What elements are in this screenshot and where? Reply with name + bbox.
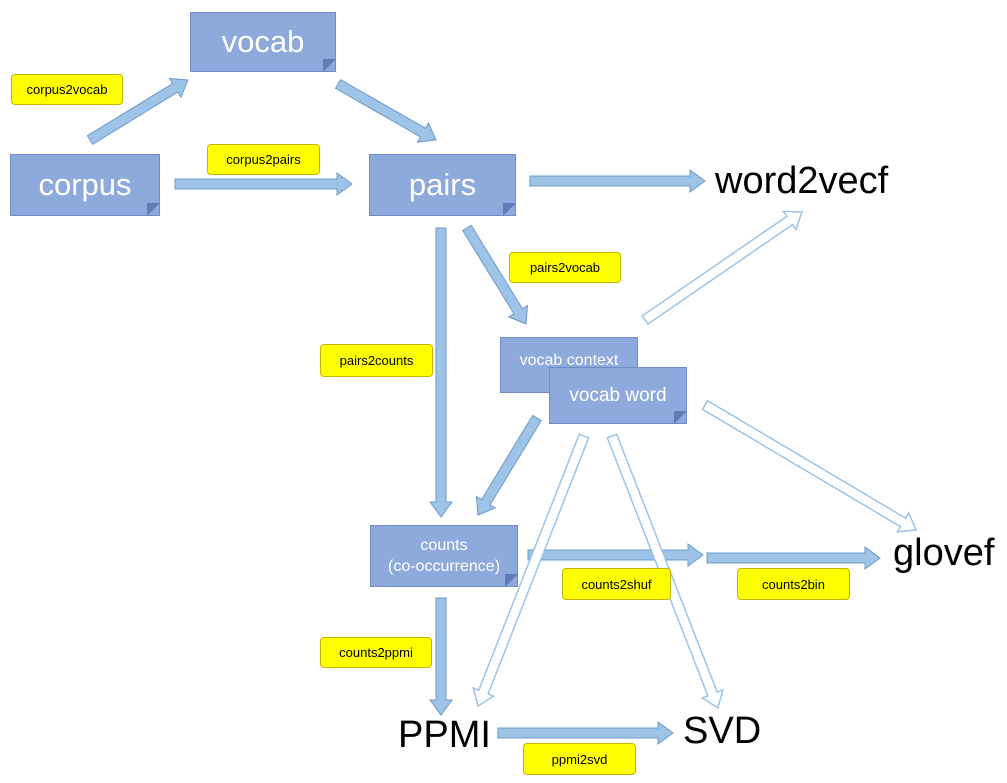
corpus2pairs-label: corpus2pairs: [207, 144, 320, 175]
counts-node-line2: (co-occurrence): [387, 558, 501, 575]
svd-output: SVD: [683, 710, 762, 752]
arrow-vocab-to-pairs: [334, 79, 437, 143]
word2vecf-output: word2vecf: [715, 160, 889, 202]
ppmi-output: PPMI: [398, 714, 491, 756]
arrow-corpus-to-vocab: [86, 77, 189, 145]
vocab-node-label: vocab: [221, 24, 305, 59]
counts2shuf-label: counts2shuf: [562, 568, 671, 600]
arrow-vocab-word-to-ppmi: [472, 433, 590, 708]
counts-node-line1: counts: [420, 537, 468, 554]
counts2ppmi-label: counts2ppmi: [320, 637, 432, 668]
arrow-shuf-to-bin: [706, 546, 881, 570]
arrow-ppmi-to-svd: [497, 721, 674, 745]
vocab-word-node-label: vocab word: [569, 384, 667, 406]
arrow-pairs-to-vocab-context: [462, 224, 529, 325]
counts2bin-label: counts2bin: [737, 568, 850, 600]
vocab-context-node-label: vocab context: [519, 352, 619, 369]
pairs2counts-label: pairs2counts: [320, 344, 433, 377]
corpus-node: corpus: [10, 154, 160, 216]
arrow-vocab-word-to-counts: [475, 414, 542, 516]
ppmi2svd-label: ppmi2svd: [523, 743, 636, 775]
arrow-corpus-to-pairs: [174, 172, 353, 196]
arrow-pairs-to-word2vecf: [529, 169, 706, 193]
glovef-output: glovef: [893, 532, 995, 574]
counts-node: counts (co-occurrence): [370, 525, 518, 587]
pairs-node-label: pairs: [408, 167, 477, 202]
pairs2vocab-label: pairs2vocab: [509, 252, 621, 283]
arrow-counts-to-ppmi: [429, 597, 453, 716]
arrow-counts-to-shuf: [527, 543, 704, 567]
pairs-node: pairs: [369, 154, 516, 216]
arrow-vocab-context-to-word2vecf: [641, 210, 804, 326]
corpus2vocab-label: corpus2vocab: [11, 74, 123, 105]
vocab-node: vocab: [190, 12, 336, 72]
arrow-vocab-word-to-glovef: [701, 399, 918, 533]
corpus-node-label: corpus: [38, 167, 132, 202]
arrow-pairs-to-counts: [429, 227, 453, 518]
vocab-word-node: vocab word: [549, 367, 687, 424]
